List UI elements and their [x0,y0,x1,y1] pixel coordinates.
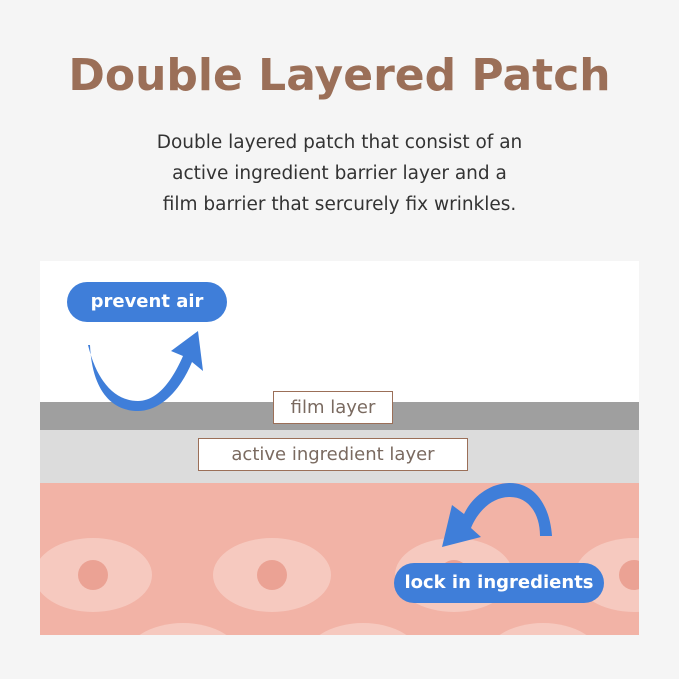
description-line-2: active ingredient barrier layer and a [172,163,507,184]
lock-in-ingredients-badge: lock in ingredients [394,563,604,603]
description-line-1: Double layered patch that consist of an [156,132,523,153]
film-layer-label: film layer [273,391,393,424]
cell-nucleus [257,560,287,590]
arrows-overlay [88,331,552,547]
active-layer-label: active ingredient layer [198,438,468,471]
prevent-air-arrow-icon [88,331,203,411]
page-title: Double Layered Patch [68,50,611,101]
prevent-air-badge: prevent air [67,282,227,322]
skin-cell [40,538,152,612]
patch-diagram: film layer active ingredient layer preve… [40,261,639,635]
cell-nucleus [619,560,639,590]
lock-in-arrow-icon [442,483,552,547]
cell-nucleus [78,560,108,590]
description: Double layered patch that consist of an … [0,127,679,220]
skin-cell [213,538,331,612]
description-line-3: film barrier that sercurely fix wrinkles… [162,194,517,215]
